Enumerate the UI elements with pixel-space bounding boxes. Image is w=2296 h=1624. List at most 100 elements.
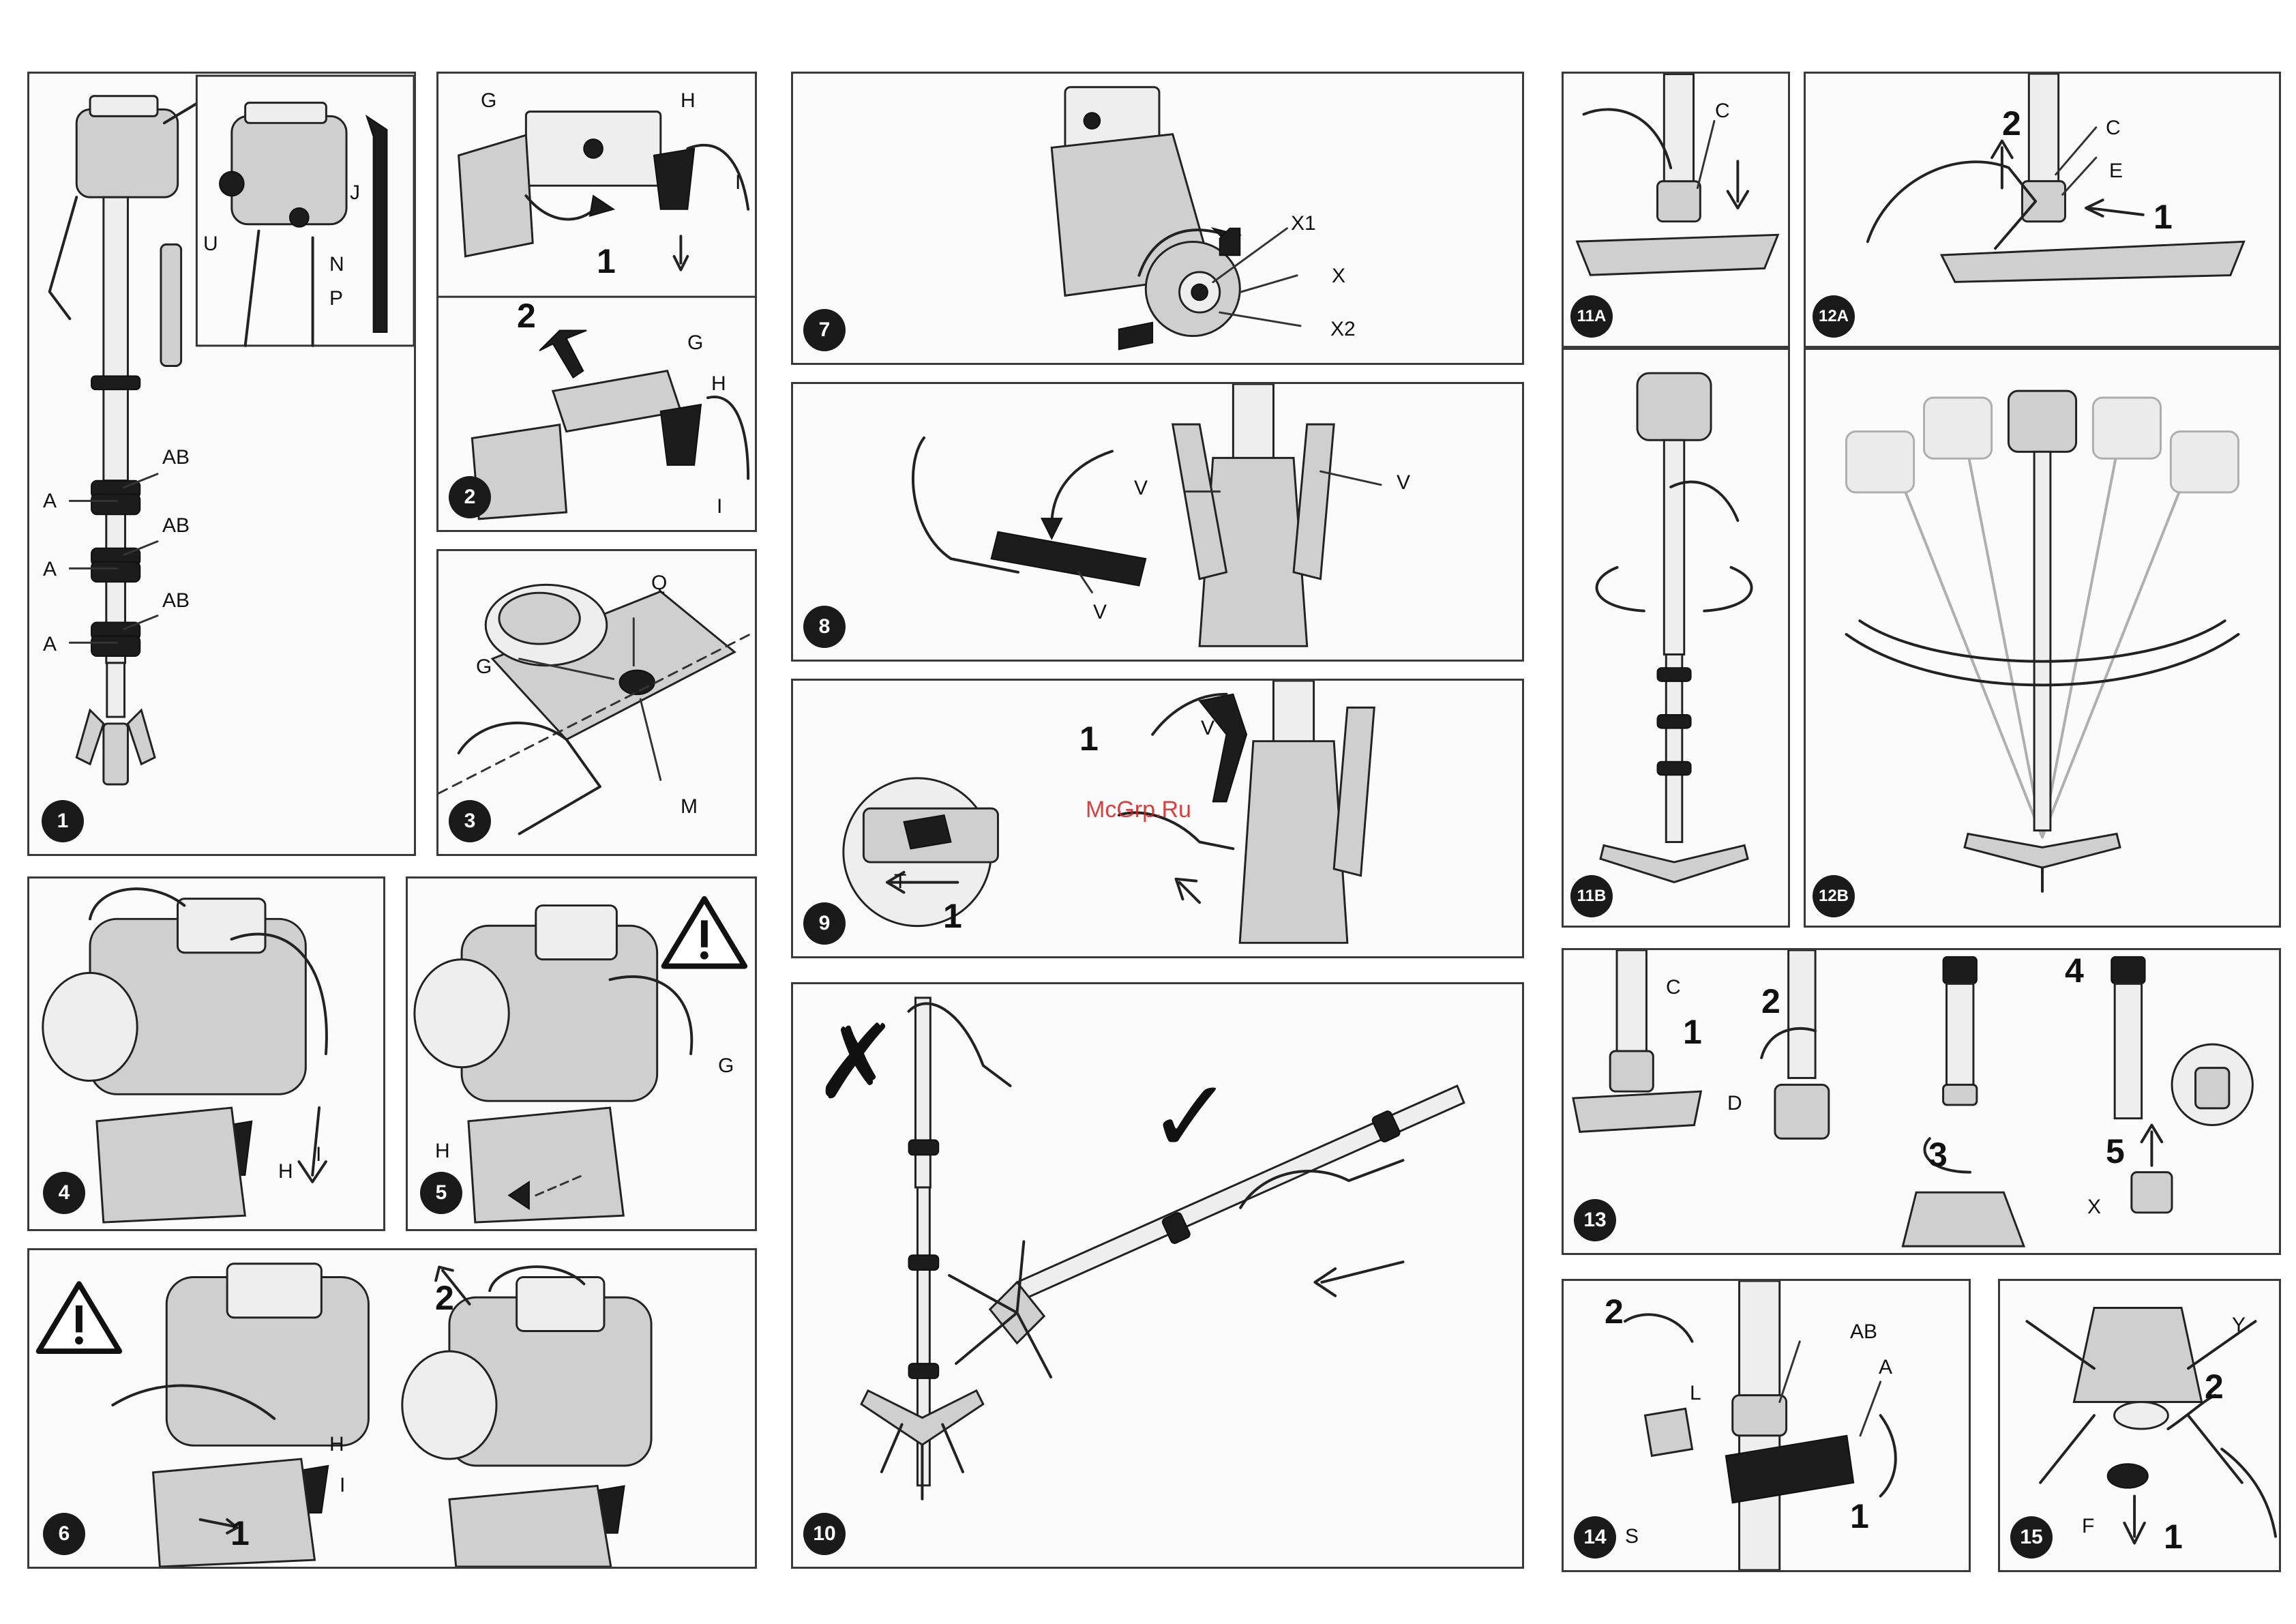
label-l: L bbox=[1690, 1383, 1701, 1404]
incorrect-mark-icon: ✗ bbox=[814, 1012, 899, 1114]
label-h-2: H bbox=[711, 374, 726, 394]
label-e: E bbox=[2109, 161, 2123, 181]
label-n: N bbox=[329, 254, 344, 275]
step-1: 1 bbox=[1850, 1499, 1869, 1533]
label-a: A bbox=[1879, 1357, 1892, 1378]
label-d: D bbox=[1727, 1093, 1742, 1114]
tilt-column-illustration bbox=[1806, 350, 2279, 926]
label-c: C bbox=[2106, 118, 2121, 138]
remove-camera-illustration bbox=[29, 1250, 755, 1567]
panel-8: V V V 8 bbox=[791, 382, 1524, 662]
panel-number-badge: 11B bbox=[1570, 875, 1613, 917]
panel-11b: 11B bbox=[1562, 348, 1790, 928]
label-m: M bbox=[681, 797, 698, 817]
panel-6: H I 1 2 6 bbox=[27, 1248, 757, 1569]
label-v-2: V bbox=[1397, 473, 1410, 493]
label-i: I bbox=[340, 1475, 345, 1496]
label-a-3: A bbox=[43, 634, 57, 655]
label-u: U bbox=[203, 234, 218, 254]
panel-11a: C 11A bbox=[1562, 72, 1790, 348]
step-5: 5 bbox=[2106, 1134, 2125, 1168]
step-1-inset: 1 bbox=[943, 899, 962, 933]
panel-14: AB A L S 2 1 14 bbox=[1562, 1279, 1971, 1572]
label-a-2: A bbox=[43, 559, 57, 580]
label-a-1: A bbox=[43, 491, 57, 512]
panel-number-badge: 1 bbox=[42, 800, 84, 842]
label-ab: AB bbox=[1850, 1322, 1877, 1342]
label-f: F bbox=[2082, 1516, 2094, 1537]
panel-number-badge: 14 bbox=[1574, 1516, 1616, 1559]
label-g-2: G bbox=[687, 333, 703, 353]
label-s: S bbox=[1625, 1526, 1639, 1547]
panel-number-badge: 10 bbox=[803, 1513, 846, 1555]
panel-number-badge: 12B bbox=[1813, 875, 1855, 917]
panel-number-badge: 7 bbox=[803, 309, 846, 351]
label-i: I bbox=[316, 1145, 321, 1165]
label-g: G bbox=[476, 657, 492, 677]
panel-number-badge: 15 bbox=[2010, 1516, 2053, 1559]
panel-number-badge: 9 bbox=[803, 902, 846, 945]
panel-12a: C E 2 1 12A bbox=[1804, 72, 2281, 348]
attach-camera-illustration bbox=[29, 879, 383, 1229]
panel-10: ✗ ✓ 10 bbox=[791, 982, 1524, 1569]
label-p: P bbox=[329, 289, 343, 309]
panel-number-badge: 4 bbox=[43, 1172, 85, 1214]
label-ab-2: AB bbox=[162, 516, 190, 536]
label-g: G bbox=[718, 1056, 734, 1076]
label-x2: X2 bbox=[1330, 319, 1356, 340]
step-1: 1 bbox=[230, 1516, 250, 1550]
watermark: McGrp.Ru bbox=[1086, 797, 1191, 823]
label-ab-3: AB bbox=[162, 591, 190, 611]
label-t: T bbox=[894, 872, 906, 892]
quick-release-plate-illustration bbox=[438, 74, 755, 530]
panel-3: Q G M 3 bbox=[436, 549, 757, 856]
panel-number-badge: 3 bbox=[449, 800, 491, 842]
label-c: C bbox=[1666, 977, 1681, 998]
label-y: Y bbox=[2232, 1315, 2246, 1335]
label-v: V bbox=[1201, 718, 1214, 739]
label-h: H bbox=[329, 1434, 344, 1455]
label-i: I bbox=[735, 173, 741, 193]
label-ab-1: AB bbox=[162, 447, 190, 468]
label-h: H bbox=[435, 1141, 450, 1162]
panel-number-badge: 2 bbox=[449, 476, 491, 518]
step-1: 1 bbox=[2153, 200, 2173, 234]
panel-number-badge: 13 bbox=[1574, 1199, 1616, 1241]
step-1: 1 bbox=[1683, 1015, 1702, 1049]
release-ball-lock-illustration bbox=[1806, 74, 2279, 346]
label-g: G bbox=[481, 91, 496, 111]
label-c: C bbox=[1715, 101, 1730, 121]
step-2: 2 bbox=[1605, 1295, 1624, 1329]
label-v-3: V bbox=[1093, 602, 1107, 623]
label-x: X bbox=[2087, 1197, 2101, 1217]
panel-7: X1 X X2 7 bbox=[791, 72, 1524, 365]
label-q: Q bbox=[651, 573, 667, 593]
tension-knob-illustration bbox=[793, 74, 1522, 363]
panel-number-badge: 8 bbox=[803, 606, 846, 648]
panel-number-badge: 11A bbox=[1570, 295, 1613, 338]
step-3: 3 bbox=[1928, 1138, 1948, 1172]
step-2: 2 bbox=[435, 1281, 454, 1315]
step-1: 1 bbox=[2164, 1520, 2183, 1554]
panel-13: C D X 1 2 3 4 5 13 bbox=[1562, 948, 2281, 1255]
lock-camera-illustration bbox=[408, 879, 755, 1229]
step-2: 2 bbox=[2205, 1370, 2224, 1404]
step-1: 1 bbox=[1079, 722, 1099, 756]
label-x: X bbox=[1332, 266, 1345, 286]
panel-1: U J N P AB A AB A AB A 1 bbox=[27, 72, 416, 856]
label-x1: X1 bbox=[1291, 213, 1316, 234]
step-2: 2 bbox=[517, 299, 536, 333]
panel-4: H I 4 bbox=[27, 876, 385, 1231]
correct-mark-icon: ✓ bbox=[1148, 1066, 1234, 1168]
panel-number-badge: 6 bbox=[43, 1513, 85, 1555]
step-4: 4 bbox=[2065, 954, 2084, 988]
step-1: 1 bbox=[597, 244, 616, 278]
label-v-1: V bbox=[1134, 478, 1148, 499]
panel-15: Y F 2 1 15 bbox=[1998, 1279, 2281, 1572]
panel-number-badge: 5 bbox=[420, 1172, 462, 1214]
panel-2: G H I G H I 1 2 2 bbox=[436, 72, 757, 532]
label-h: H bbox=[681, 91, 696, 111]
label-j: J bbox=[350, 183, 360, 203]
label-i-2: I bbox=[717, 497, 722, 517]
step-2: 2 bbox=[1761, 984, 1780, 1018]
